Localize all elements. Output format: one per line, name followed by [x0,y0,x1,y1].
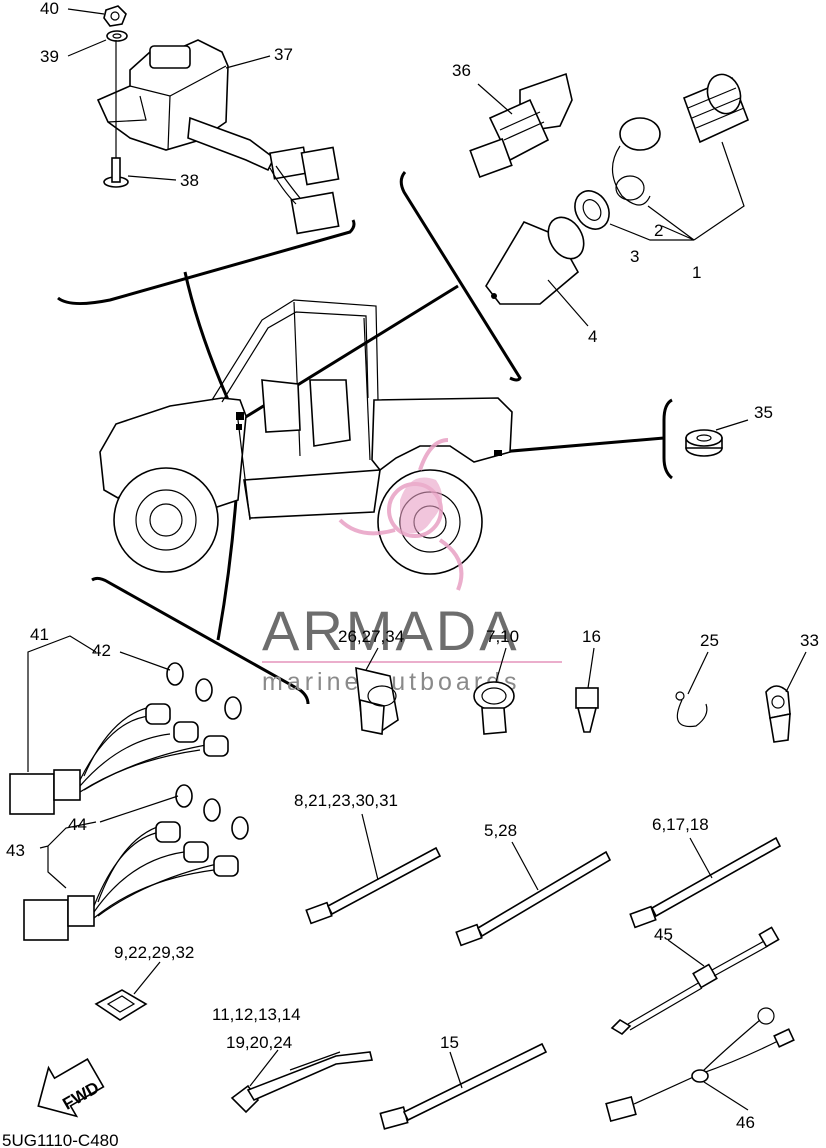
label-43: 43 [6,841,25,860]
armada-watermark [262,438,562,663]
leader-1-2-3 [609,141,745,241]
bulbs-42 [166,662,242,720]
lamp-harness-43 [23,821,239,941]
label-2: 2 [654,221,663,240]
leader-46 [703,1081,749,1111]
label-33: 33 [800,631,819,650]
label-46: 46 [736,1113,755,1132]
leader-40 [67,8,105,15]
harness-46 [605,1007,795,1123]
clip-7 [473,681,515,735]
utility-vehicle [99,299,513,575]
leader-19 [249,1049,279,1087]
cap-2 [611,117,661,206]
label-4: 4 [588,327,597,346]
label-6-17-18: 6,17,18 [652,815,709,834]
clip-25 [675,691,708,728]
leader-4 [547,279,589,327]
leader-16 [587,647,595,689]
label-1: 1 [692,263,701,282]
lower-left-region-line [91,576,310,705]
label-7-10: 7,10 [486,627,519,646]
grommet-35 [685,419,749,457]
holder-11 [230,1051,373,1114]
washer-39 [106,30,128,42]
nut-3 [574,190,610,230]
bulbs-44 [175,784,249,840]
label-11-12-13-14: 11,12,13,14 [212,1005,301,1024]
leader-26 [365,647,379,671]
top-left-region-line [57,219,356,305]
right-bracket [662,398,673,480]
fwd-arrow-icon [37,1058,105,1118]
lamp-harness-41 [9,703,229,815]
leader-36 [477,83,513,115]
leader-37-label [225,55,271,69]
bolt-38 [103,157,129,188]
diagram-code: 5UG1110-C480 [2,1131,119,1148]
cable-tie-15 [379,1042,548,1130]
leader-8 [361,813,379,881]
leader-5 [511,841,539,891]
label-42: 42 [92,641,111,660]
label-25: 25 [700,631,719,650]
leader-7 [495,647,507,683]
leader-45 [667,939,705,967]
clip-26 [355,666,399,735]
sleeve-4 [485,216,585,305]
cable-tie-8 [305,846,442,925]
label-15: 15 [440,1033,459,1052]
label-36: 36 [452,61,471,80]
label-44: 44 [68,815,87,834]
switch-36 [469,72,573,178]
holder-9 [94,989,148,1021]
socket-1 [682,73,750,144]
cable-tie-6 [629,836,782,929]
label-37: 37 [274,45,293,64]
top-right-region-line [399,171,522,382]
label-39: 39 [40,47,59,66]
leader-38 [127,175,177,181]
leader-9 [133,961,161,995]
leader-39 [67,39,107,57]
leader-15 [449,1051,463,1089]
label-19-20-24: 19,20,24 [226,1033,292,1052]
label-9-22-29-32: 9,22,29,32 [114,943,194,962]
label-3: 3 [630,247,639,266]
label-45: 45 [654,925,673,944]
label-40: 40 [40,0,59,18]
label-16: 16 [582,627,601,646]
clip-16 [575,687,599,733]
relay-assembly-37 [96,39,340,235]
label-41: 41 [30,625,49,644]
leader-44 [99,795,179,823]
leader-25 [687,651,709,695]
clip-33 [765,685,791,743]
leader-42 [119,651,171,671]
label-35: 35 [754,403,773,422]
leader-35 [499,436,665,454]
label-38: 38 [180,171,199,190]
label-8-21-23-30-31: 8,21,23,30,31 [294,791,398,810]
leader-43-44 [39,821,97,889]
watermark-title: ARMADA [262,599,520,662]
cable-tie-5 [455,850,612,947]
leader-6 [689,837,713,879]
leader-41-42 [27,635,97,772]
harness-45 [610,926,780,1036]
label-5-28: 5,28 [484,821,517,840]
nut-40 [103,5,127,27]
label-26-27-34: 26,27,34 [338,627,404,646]
leader-33 [785,651,807,693]
